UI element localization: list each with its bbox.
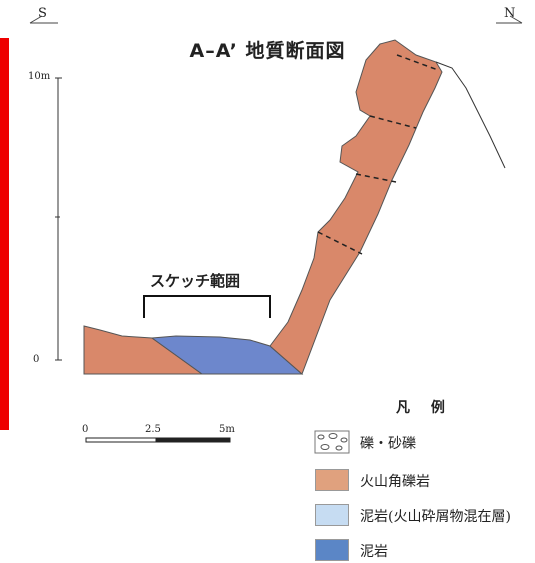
- sketch-range-bracket: [143, 295, 271, 318]
- scale-label-5m: 5m: [219, 424, 235, 435]
- direction-south-label: S: [38, 6, 47, 21]
- scale-label-0: 0: [82, 424, 89, 435]
- legend-title: 凡 例: [396, 400, 453, 416]
- boundary-dashed-2: [369, 115, 417, 129]
- scale-bar-segment-1: [85, 437, 157, 443]
- mudstone-layer: [150, 335, 304, 375]
- direction-north-arrow: [509, 15, 523, 24]
- scale-bar-segment-2: [155, 437, 231, 443]
- direction-north-label: N: [504, 6, 516, 21]
- legend-swatch-mudstone-mixed: [315, 504, 349, 526]
- legend-label-mudstone-mixed: 泥岩(火山砕屑物混在層): [360, 509, 511, 525]
- boundary-dashed-3: [355, 173, 397, 183]
- boundary-dashed-1: [396, 54, 439, 71]
- legend-swatch-mudstone: [315, 539, 349, 561]
- vertical-scale-bottom-label: 0: [33, 354, 40, 365]
- direction-south-arrow: [29, 15, 43, 24]
- scale-label-2-5: 2.5: [145, 424, 161, 435]
- legend-label-volcanic-breccia: 火山角礫岩: [360, 474, 430, 490]
- legend-label-gravel: 礫・砂礫: [360, 436, 416, 452]
- legend-swatch-volcanic-breccia: [315, 469, 349, 491]
- sketch-range-label: スケッチ範囲: [150, 272, 241, 290]
- gravel-pattern-icon: [314, 430, 350, 454]
- terrain-surface-line: [435, 61, 506, 169]
- boundary-dashed-4: [317, 231, 363, 255]
- legend-label-mudstone: 泥岩: [360, 544, 388, 560]
- vertical-scale-top-label: 10m: [28, 71, 51, 82]
- volcanic-breccia-cliff: [269, 39, 443, 375]
- accent-bar: [0, 38, 9, 430]
- diagram-title: A–A’ 地質断面図: [189, 40, 346, 62]
